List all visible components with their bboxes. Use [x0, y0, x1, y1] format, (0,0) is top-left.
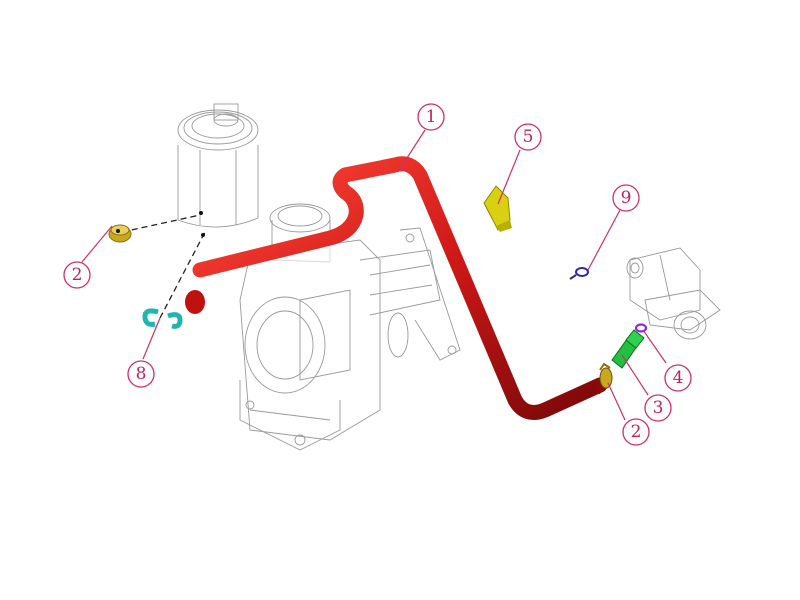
- green-connector: [611, 329, 645, 369]
- svg-text:9: 9: [621, 188, 632, 208]
- svg-text:2: 2: [631, 422, 642, 442]
- callout-4: 4: [664, 364, 692, 392]
- svg-text:3: 3: [653, 398, 664, 418]
- red-pipe: [185, 156, 608, 420]
- filter-canister-outline: [177, 103, 259, 228]
- callout-1: 1: [417, 103, 445, 131]
- teal-clips: [142, 308, 183, 329]
- svg-text:2: 2: [72, 265, 83, 285]
- right-hose-clamp: [599, 362, 613, 389]
- yellow-bracket: [483, 185, 512, 232]
- left-hose-clamp: [108, 224, 132, 243]
- blue-retaining-ring: [569, 267, 589, 280]
- gear-pump-outline: [626, 247, 721, 340]
- pump-assembly-outline: [239, 203, 461, 451]
- callout-3: 3: [644, 394, 672, 422]
- callout-2b: 2: [622, 418, 650, 446]
- svg-text:8: 8: [136, 364, 147, 384]
- assembly-line-clamp: [121, 214, 201, 233]
- callout-2a: 2: [63, 261, 91, 289]
- purple-o-ring: [634, 323, 648, 333]
- callout-9: 9: [612, 184, 640, 212]
- callout-5: 5: [514, 123, 542, 151]
- callout-8: 8: [127, 360, 155, 388]
- svg-text:4: 4: [673, 368, 684, 388]
- svg-text:1: 1: [426, 107, 437, 127]
- svg-text:5: 5: [523, 127, 534, 147]
